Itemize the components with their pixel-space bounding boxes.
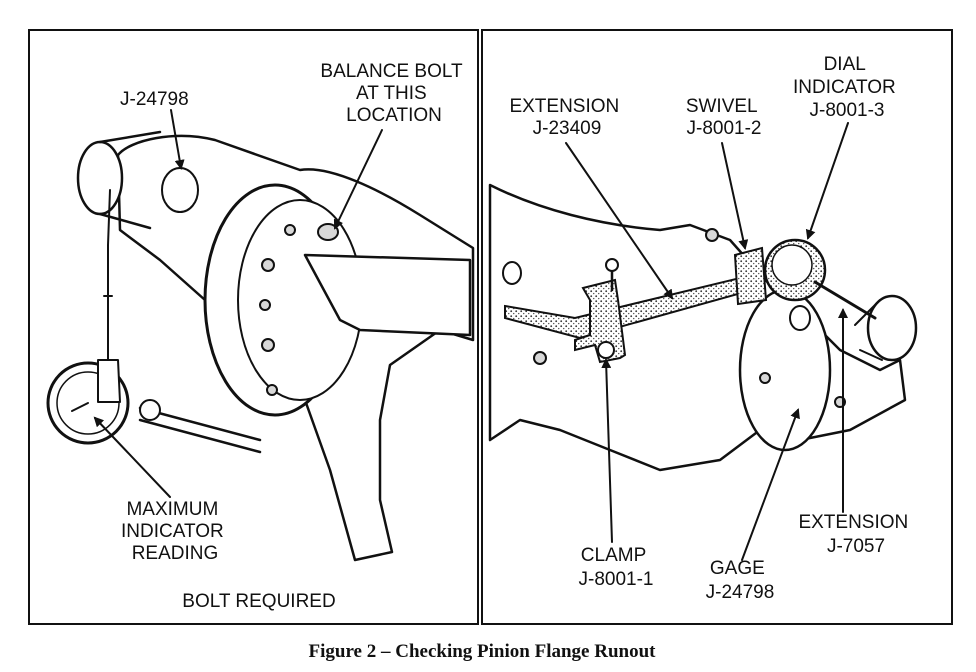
figure-caption: Figure 2 – Checking Pinion Flange Runout: [309, 641, 657, 662]
right-panel-frame: [481, 29, 953, 625]
right-panel-illustration: [488, 183, 918, 472]
left-panel-frame: [28, 29, 479, 625]
extension-j7057-label: EXTENSION J-7057: [798, 512, 913, 557]
clamp-label: CLAMP J-8001-1: [579, 545, 654, 590]
max-reading-label: MAXIMUM INDICATOR READING: [121, 499, 229, 564]
tool-label-j24798-left: J-24798: [120, 89, 189, 110]
balance-bolt-label: BALANCE BOLT AT THIS LOCATION: [320, 61, 467, 126]
left-panel-illustration: [46, 130, 475, 562]
extension-j23409-label: EXTENSION J-23409: [509, 96, 624, 139]
swivel-tool: [733, 246, 768, 306]
bolt-required-label: BOLT REQUIRED: [182, 591, 335, 612]
gage-label: GAGE J-24798: [706, 558, 775, 603]
leader-lines: [93, 109, 849, 561]
pinion-nose: [76, 140, 124, 216]
swivel-label: SWIVEL J-8001-2: [686, 96, 762, 139]
dial-indicator-label: DIAL INDICATOR J-8001-3: [793, 54, 901, 121]
clamp-tool: [574, 278, 627, 364]
